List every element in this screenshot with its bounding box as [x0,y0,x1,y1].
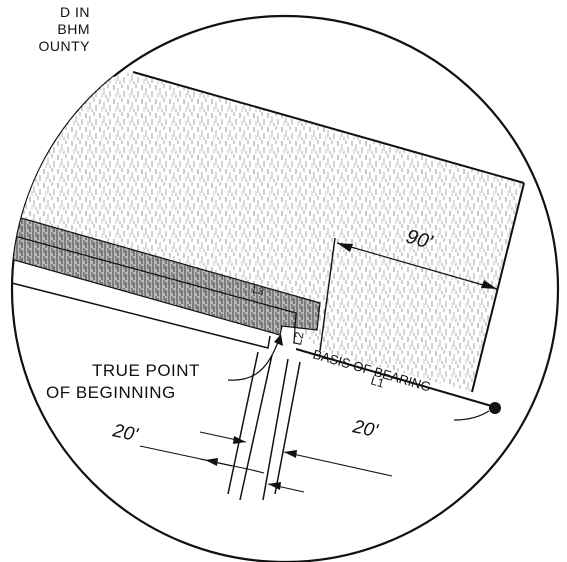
tpob-arrowhead [274,334,283,346]
line-l1-label: L1 [369,373,386,390]
survey-point-marker [489,402,501,414]
dimension-20-left [139,431,265,474]
county-note-line-3: OUNTY [38,38,90,54]
county-note: D IN BHM OUNTY [0,4,90,55]
tpob-label-line-1: TRUE POINT [92,361,200,380]
road-lines [227,351,301,501]
county-note-line-2: BHM [57,21,90,37]
tpob-label-line-2: OF BEGINNING [46,383,176,402]
dimension-90 [336,242,498,290]
dimension-20-right [267,450,393,493]
strip-inner-line [12,231,297,344]
tpob-leader [227,341,279,381]
stippled-parcel [20,72,524,392]
point-leader [453,410,490,421]
county-note-line-1: D IN [60,4,90,20]
line-l3-label: L3 [251,284,265,298]
basis-of-bearing-line [295,348,496,408]
parcel-right-edge [471,182,525,393]
subdivision-line [319,237,336,352]
hatched-strip [12,211,321,336]
line-l2-label: L2 [290,330,307,346]
lower-parcel-line [12,279,271,349]
parcel-top-edge [132,71,525,184]
